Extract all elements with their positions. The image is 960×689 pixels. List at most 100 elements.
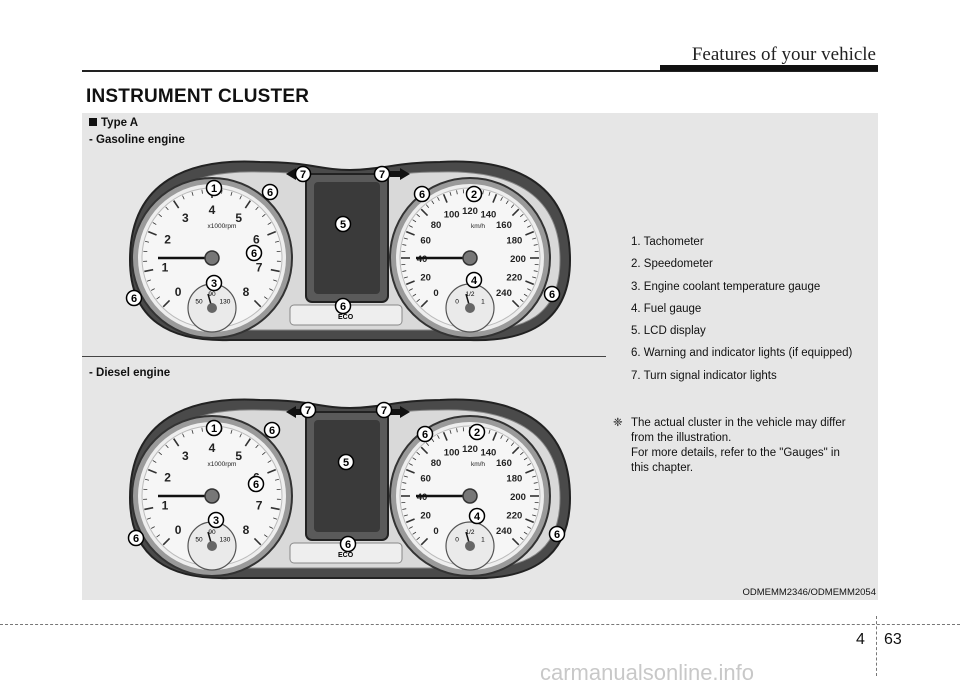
left-gauge-tick-label: 1	[162, 260, 169, 274]
right-gauge-tick	[420, 537, 429, 546]
right-gauge-tick-label: 60	[420, 474, 431, 485]
left-gauge-tick	[162, 299, 171, 308]
right-gauge-tick-label: 240	[496, 526, 512, 537]
left-gauge-tick-label: 3	[182, 449, 189, 463]
note: ❈ The actual cluster in the vehicle may …	[613, 416, 875, 476]
fuel-gauge-hub	[465, 303, 475, 313]
temp-gauge-label: 50	[195, 537, 203, 544]
right-gauge-tick	[482, 190, 484, 195]
lcd-screen	[314, 420, 380, 532]
left-gauge-tick	[147, 230, 157, 236]
callout-circle	[337, 453, 355, 471]
callout-circle	[413, 185, 431, 203]
turn-right-icon	[390, 406, 410, 418]
right-gauge-tick	[525, 280, 535, 286]
right-gauge-tick	[431, 200, 435, 205]
right-gauge-tick	[533, 482, 538, 484]
left-gauge-tick	[230, 429, 233, 434]
left-gauge-tick	[267, 460, 272, 463]
right-gauge-tick	[408, 288, 413, 291]
left-gauge-tick	[239, 195, 242, 200]
right-gauge-tick	[402, 482, 407, 484]
left-gauge-tick	[253, 537, 262, 546]
callout-circle	[205, 419, 223, 437]
right-gauge-tick	[533, 270, 538, 272]
callout-circle	[465, 185, 483, 203]
right-gauge-tick	[402, 244, 407, 246]
header-rule-accent	[660, 65, 878, 71]
left-gauge-tick-label: 2	[164, 471, 171, 485]
right-gauge-tick	[405, 468, 415, 474]
right-gauge-tick	[519, 451, 524, 456]
left-gauge-tick	[261, 213, 266, 218]
right-gauge-tick-label: 0	[433, 526, 438, 537]
right-gauge-tick	[403, 237, 408, 240]
right-gauge-tick-label: 220	[506, 510, 522, 521]
callout-circle	[334, 297, 352, 315]
right-gauge-tick-label: 60	[420, 236, 431, 247]
left-gauge-tick	[152, 460, 157, 463]
callout-circle	[543, 285, 561, 303]
left-gauge-tick-label: 5	[235, 449, 242, 463]
right-gauge-tick	[488, 429, 491, 434]
callout-circle	[261, 183, 279, 201]
callout-circle	[205, 274, 223, 292]
right-gauge-tick	[420, 446, 429, 455]
fuel-gauge-label: 1	[481, 537, 485, 544]
left-gauge-tick	[182, 433, 185, 438]
right-gauge-tick	[412, 457, 417, 461]
note-line-3: For more details, refer to the "Gauges" …	[631, 447, 840, 459]
right-gauge-tick	[408, 225, 413, 228]
left-gauge-tick	[152, 222, 157, 225]
image-code: ODMEMM2346/ODMEMM2054	[742, 587, 876, 598]
callout-number: 2	[474, 427, 480, 439]
left-gauge-tick	[269, 526, 274, 529]
left-gauge-tick	[221, 189, 223, 194]
legend-item-1: 1. Tachometer	[631, 236, 704, 248]
right-gauge-tick	[402, 508, 407, 510]
legend-item-5: 5. LCD display	[631, 325, 706, 338]
page-title: INSTRUMENT CLUSTER	[86, 86, 310, 107]
left-gauge-tick	[146, 517, 151, 520]
callout-number: 3	[211, 278, 217, 290]
callout-circle	[375, 401, 393, 419]
right-gauge-tick-label: 100	[444, 448, 460, 459]
callout-number: 7	[305, 405, 311, 417]
right-gauge-tick	[510, 442, 515, 447]
temp-gauge-label: 90	[208, 291, 216, 298]
footer-divider	[876, 616, 877, 676]
right-gauge-tick	[523, 531, 528, 535]
temp-gauge-hub	[207, 541, 217, 551]
right-gauge-tick-label: 180	[506, 474, 522, 485]
callout-circle	[373, 165, 391, 183]
callout-circle	[207, 511, 225, 529]
callout-circle	[334, 215, 352, 233]
right-gauge-tick	[403, 276, 408, 279]
right-gauge-unit: km/h	[471, 461, 485, 468]
temp-gauge-label: 90	[208, 529, 216, 536]
left-gauge-tick	[165, 444, 169, 449]
callout-number: 5	[343, 457, 349, 469]
callout-circle	[548, 525, 566, 543]
right-gauge-tick	[525, 230, 535, 236]
left-gauge-tick	[255, 444, 259, 449]
right-gauge-tick	[505, 200, 509, 205]
right-gauge-tick	[523, 457, 528, 461]
left-gauge-tick	[156, 534, 161, 538]
right-gauge-tick	[532, 237, 537, 240]
callout-number: 7	[300, 169, 306, 181]
left-gauge-tick	[156, 296, 161, 300]
left-gauge-tick	[165, 206, 169, 211]
fuel-gauge-label: 1/2	[465, 291, 474, 298]
right-gauge-tick	[519, 536, 524, 541]
callout-number: 7	[379, 169, 385, 181]
right-gauge-tick	[527, 225, 532, 228]
legend-item-6: 6. Warning and indicator lights (if equi…	[631, 347, 853, 360]
right-gauge-tick	[405, 518, 415, 524]
right-gauge-tick	[425, 204, 430, 209]
left-gauge-tick-label: 0	[175, 285, 182, 299]
right-gauge-tick-label: 200	[510, 254, 526, 265]
right-gauge-tick	[412, 219, 417, 223]
right-gauge-tick	[525, 468, 535, 474]
